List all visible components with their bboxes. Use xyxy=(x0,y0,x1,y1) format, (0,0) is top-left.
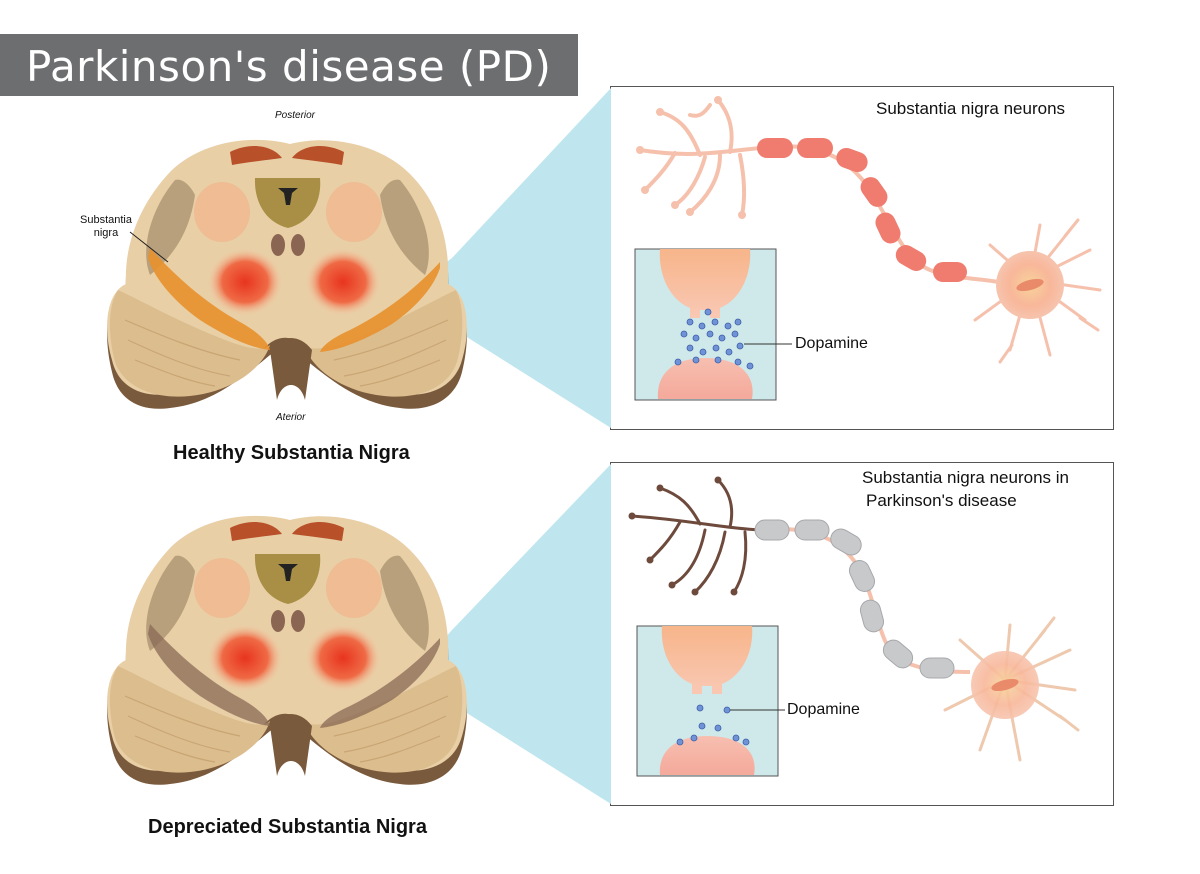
title-bar xyxy=(0,34,578,96)
panel-title-pd-line2: Parkinson's disease xyxy=(866,491,1017,510)
label-posterior: Posterior xyxy=(275,110,316,121)
caption-depreciated: Depreciated Substantia Nigra xyxy=(148,816,427,838)
synapse-healthy xyxy=(634,248,792,401)
zoom-wedge-healthy xyxy=(410,88,611,428)
dopamine-label-healthy: Dopamine xyxy=(795,335,868,352)
dopamine-label-pd: Dopamine xyxy=(787,701,860,718)
label-anterior: Aterior xyxy=(276,412,306,423)
label-substantia-nigra: Substantia nigra xyxy=(80,214,132,239)
page-title: Parkinson's disease (PD) xyxy=(26,42,552,91)
synapse-pd xyxy=(636,625,785,777)
neuron-pd xyxy=(628,476,1080,762)
brainstem-healthy xyxy=(107,139,467,409)
brainstem-depreciated xyxy=(107,515,467,785)
zoom-wedge-pd xyxy=(412,464,611,804)
panel-title-healthy: Substantia nigra neurons xyxy=(876,99,1066,118)
panel-title-pd-line1: Substantia nigra neurons in xyxy=(862,468,1069,487)
neuron-healthy xyxy=(636,96,1102,364)
caption-healthy: Healthy Substantia Nigra xyxy=(173,442,410,464)
